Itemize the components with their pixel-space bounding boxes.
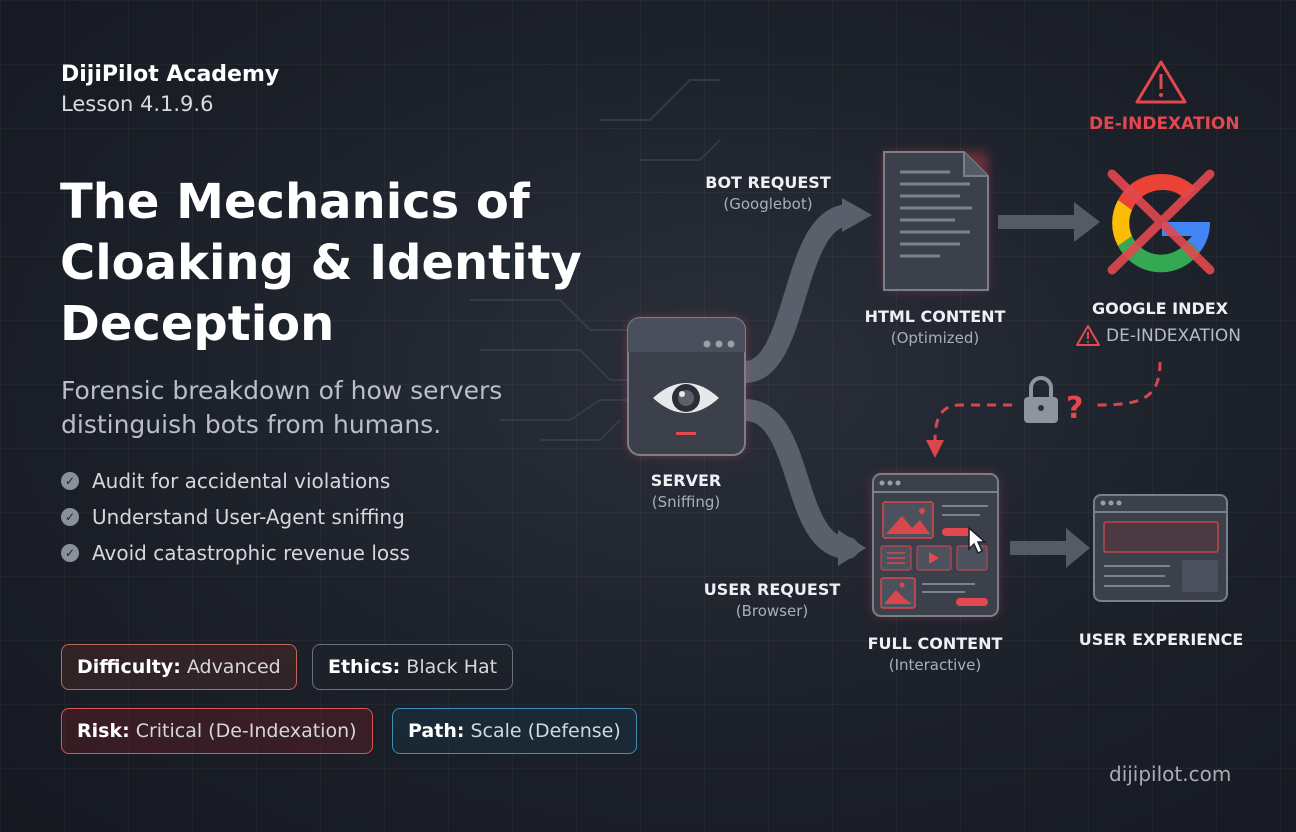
title-line: The Mechanics of [60,174,530,230]
google-index-warning: DE-INDEXATION [1106,326,1241,346]
padlock-icon [1024,376,1058,423]
check-icon: ✓ [61,544,79,562]
subtitle-line: Forensic breakdown of how servers [61,376,503,405]
html-to-google-arrow [998,202,1100,242]
badge-key: Ethics: [328,656,401,678]
warning-triangle-icon [1135,60,1187,104]
full-content-page-icon [872,473,999,617]
subtitle-line: distinguish bots from humans. [61,410,442,439]
server-label: SERVER [650,471,722,490]
check-icon: ✓ [61,472,79,490]
server-icon [627,317,746,456]
path-badge: Path: Scale (Defense) [392,708,637,754]
dashed-feedback-path [933,361,1162,441]
html-document-icon [883,151,989,291]
brand-name: DijiPilot Academy [61,62,280,87]
badge-value: Black Hat [406,656,498,678]
deindexation-alert-label: DE-INDEXATION [1089,114,1240,134]
html-content-label: HTML CONTENT [864,307,1006,326]
checklist-item-label: Understand User-Agent sniffing [92,505,405,529]
user-experience-page-icon [1093,494,1228,602]
user-request-label: USER REQUEST [703,580,841,599]
title-line: Deception [60,296,335,352]
full-content-label: FULL CONTENT [867,634,1003,653]
html-content-sub: (Optimized) [890,329,980,347]
lesson-number: Lesson 4.1.9.6 [61,92,214,116]
badge-key: Risk: [77,720,130,742]
user-request-sub: (Browser) [735,602,809,620]
circuit-lines [470,79,721,441]
check-icon: ✓ [61,508,79,526]
bot-request-label: BOT REQUEST [705,173,831,192]
subtitle: Forensic breakdown of how servers distin… [61,374,561,442]
user-experience-label: USER EXPERIENCE [1078,630,1244,649]
bot-request-sub: (Googlebot) [723,195,813,213]
full-content-sub: (Interactive) [888,656,982,674]
bot-request-arrow [734,198,872,383]
checklist-item-label: Avoid catastrophic revenue loss [92,541,410,565]
risk-badge: Risk: Critical (De-Indexation) [61,708,373,754]
question-mark: ? [1066,391,1083,426]
checklist: ✓ Audit for accidental violations ✓ Unde… [61,463,410,571]
checklist-item: ✓ Understand User-Agent sniffing [61,499,410,535]
small-warning-icon [1076,325,1100,346]
badge-value: Scale (Defense) [470,720,621,742]
difficulty-badge: Difficulty: Advanced [61,644,297,690]
checklist-item: ✓ Audit for accidental violations [61,463,410,499]
site-url: dijipilot.com [1109,762,1232,786]
red-x-icon [1107,169,1215,275]
badge-key: Path: [408,720,465,742]
page-title: The Mechanics of Cloaking & Identity Dec… [60,172,620,355]
badge-value: Critical (De-Indexation) [135,720,357,742]
ethics-badge: Ethics: Black Hat [312,644,514,690]
badge-key: Difficulty: [77,656,181,678]
full-to-user-arrow [1010,528,1090,568]
google-index-label: GOOGLE INDEX [1091,299,1229,318]
cursor-icon [968,526,987,555]
checklist-item-label: Audit for accidental violations [92,469,391,493]
user-request-arrow [734,399,866,566]
title-line: Cloaking & Identity [60,235,582,291]
badge-value: Advanced [186,656,281,678]
server-sub: (Sniffing) [651,493,721,511]
dashed-arrowhead [926,440,944,458]
checklist-item: ✓ Avoid catastrophic revenue loss [61,535,410,571]
